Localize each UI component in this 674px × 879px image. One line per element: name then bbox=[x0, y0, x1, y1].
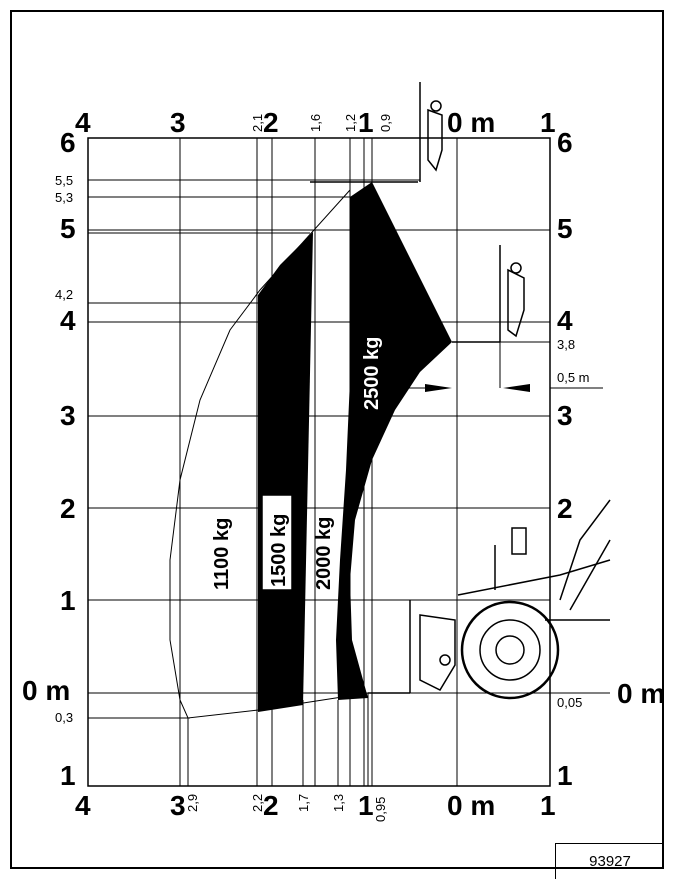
bottom-axis: 4 3 2,9 2,2 2 1,7 1,3 1 0,95 0 m 1 bbox=[75, 790, 556, 822]
left-axis: 6 5,5 5,3 5 4,2 4 3 2 1 0 m 0,3 1 bbox=[22, 127, 76, 791]
telehandler-icon bbox=[368, 499, 611, 700]
svg-text:5: 5 bbox=[557, 213, 573, 244]
svg-text:4: 4 bbox=[75, 790, 91, 821]
svg-text:0,05: 0,05 bbox=[557, 695, 582, 710]
svg-text:1: 1 bbox=[540, 790, 556, 821]
offset-arrows bbox=[400, 384, 530, 392]
zone-label-2500: 2500 kg bbox=[361, 337, 383, 410]
svg-text:6: 6 bbox=[557, 127, 573, 158]
svg-text:6: 6 bbox=[60, 127, 76, 158]
svg-text:1,7: 1,7 bbox=[296, 794, 311, 812]
svg-text:5,5: 5,5 bbox=[55, 173, 73, 188]
svg-text:4,2: 4,2 bbox=[55, 287, 73, 302]
svg-text:0,3: 0,3 bbox=[55, 710, 73, 725]
svg-text:1,3: 1,3 bbox=[331, 794, 346, 812]
diagram-frame bbox=[10, 10, 664, 869]
svg-text:1: 1 bbox=[557, 760, 573, 791]
zone-1500-band bbox=[258, 232, 313, 712]
svg-text:5,3: 5,3 bbox=[55, 190, 73, 205]
svg-text:1,6: 1,6 bbox=[308, 114, 323, 132]
zone-2500-band bbox=[336, 182, 452, 700]
svg-text:2: 2 bbox=[557, 493, 573, 524]
zone-label-1500: 1500 kg bbox=[268, 514, 290, 587]
svg-text:0 m: 0 m bbox=[22, 675, 70, 706]
svg-text:3: 3 bbox=[557, 400, 573, 431]
svg-text:1: 1 bbox=[60, 585, 76, 616]
svg-text:2,1: 2,1 bbox=[250, 114, 265, 132]
svg-text:0,9: 0,9 bbox=[378, 114, 393, 132]
fork-top-icon bbox=[310, 82, 443, 183]
right-axis: 6 5 4 3,8 0,5 m 3 2 0,05 0 m 1 bbox=[557, 127, 665, 791]
svg-text:5: 5 bbox=[60, 213, 76, 244]
svg-text:1: 1 bbox=[358, 790, 374, 821]
svg-text:2,9: 2,9 bbox=[185, 794, 200, 812]
svg-text:4: 4 bbox=[557, 305, 573, 336]
svg-text:3: 3 bbox=[170, 107, 186, 138]
zone-label-2000: 2000 kg bbox=[313, 517, 335, 590]
zone-1100-envelope bbox=[169, 189, 369, 719]
fork-mid-icon bbox=[452, 245, 525, 343]
svg-text:0,95: 0,95 bbox=[373, 797, 388, 822]
zone-label-1100: 1100 kg bbox=[211, 518, 233, 590]
svg-text:2,2: 2,2 bbox=[250, 794, 265, 812]
svg-text:0 m: 0 m bbox=[447, 790, 495, 821]
svg-text:0 m: 0 m bbox=[447, 107, 495, 138]
svg-text:1: 1 bbox=[358, 107, 374, 138]
reference-number: 93927 bbox=[555, 843, 664, 879]
svg-text:2: 2 bbox=[60, 493, 76, 524]
svg-text:3: 3 bbox=[60, 400, 76, 431]
svg-text:1: 1 bbox=[540, 107, 556, 138]
grid-frame bbox=[87, 137, 551, 787]
svg-text:3,8: 3,8 bbox=[557, 337, 575, 352]
svg-text:4: 4 bbox=[60, 305, 76, 336]
svg-text:3: 3 bbox=[170, 790, 186, 821]
svg-text:0,5 m: 0,5 m bbox=[557, 370, 590, 385]
svg-text:0 m: 0 m bbox=[617, 678, 665, 709]
svg-text:1: 1 bbox=[60, 760, 76, 791]
svg-text:2: 2 bbox=[263, 107, 279, 138]
svg-text:2: 2 bbox=[263, 790, 279, 821]
svg-text:4: 4 bbox=[75, 107, 91, 138]
top-axis: 4 3 2,1 2 1,6 1,2 1 0,9 0 m 1 bbox=[75, 107, 556, 138]
svg-text:1,2: 1,2 bbox=[343, 114, 358, 132]
